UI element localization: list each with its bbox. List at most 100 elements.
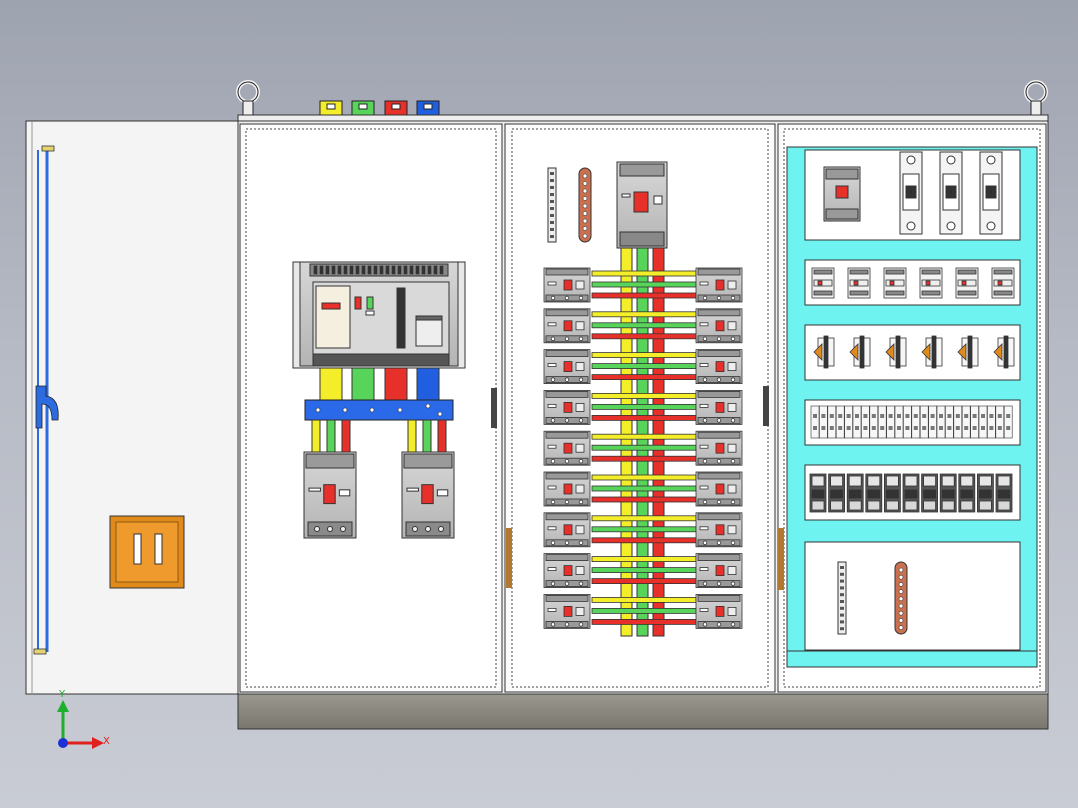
relay[interactable]	[902, 473, 920, 513]
contact-block[interactable]	[993, 335, 1015, 369]
terminal-block	[869, 405, 879, 439]
section-control[interactable]	[777, 123, 1047, 693]
terminal-strip	[837, 561, 847, 635]
plate-row-2	[804, 259, 1021, 306]
busbar-yellow	[620, 247, 633, 637]
relay[interactable]	[995, 473, 1013, 513]
terminal-block	[987, 405, 996, 439]
terminal-block	[894, 405, 904, 439]
breaker-row[interactable]	[543, 553, 743, 588]
left-door-open[interactable]	[25, 120, 239, 695]
section-incomer[interactable]	[239, 123, 503, 693]
relay[interactable]	[884, 473, 901, 513]
terminal-block	[953, 405, 963, 439]
busbar-red	[652, 247, 665, 637]
mini-breaker[interactable]	[811, 267, 835, 299]
mccb-right[interactable]	[695, 553, 743, 588]
contact-block[interactable]	[921, 335, 943, 369]
mini-breaker[interactable]	[883, 267, 907, 299]
terminal-block	[919, 405, 929, 439]
fuse-holder[interactable]	[979, 151, 1003, 235]
axis-y-label: Y	[58, 689, 66, 700]
mccb-right[interactable]	[695, 389, 743, 425]
lifting-eye-left	[236, 80, 260, 118]
mccb-left[interactable]	[543, 471, 591, 507]
lifting-eye-right	[1024, 80, 1048, 118]
relay[interactable]	[977, 473, 994, 513]
mini-breaker[interactable]	[919, 267, 943, 299]
mccb-left[interactable]	[543, 267, 591, 303]
terminal-block	[886, 405, 895, 439]
contact-block[interactable]	[813, 335, 835, 369]
contact-block[interactable]	[957, 335, 979, 369]
busbar-support	[304, 399, 454, 421]
terminal-block	[978, 405, 988, 439]
mccb-right[interactable]	[695, 430, 743, 466]
fuse-holder[interactable]	[899, 151, 923, 235]
mini-breaker[interactable]	[991, 267, 1015, 299]
fuse-holder[interactable]	[939, 151, 963, 235]
mccb-left[interactable]	[543, 512, 591, 548]
mccb-right[interactable]	[695, 471, 743, 507]
breaker-row[interactable]	[543, 471, 743, 507]
contact-block[interactable]	[885, 335, 907, 369]
terminal-block	[911, 405, 921, 439]
mccb-right[interactable]	[695, 594, 743, 629]
relay[interactable]	[865, 473, 883, 513]
breaker-row[interactable]	[543, 349, 743, 385]
outgoing-mccb-1[interactable]	[303, 451, 357, 539]
breaker-row[interactable]	[543, 308, 743, 344]
terminal-block	[844, 405, 853, 439]
relay[interactable]	[921, 473, 938, 513]
mccb-left[interactable]	[543, 594, 591, 629]
mccb-right[interactable]	[695, 308, 743, 344]
breaker-row[interactable]	[543, 512, 743, 548]
terminal-block	[995, 405, 1005, 439]
breaker-row[interactable]	[543, 267, 743, 303]
terminal-block	[1003, 405, 1013, 439]
section-distribution[interactable]	[504, 123, 776, 693]
cabinet-plinth	[237, 692, 1049, 730]
terminal-block	[861, 405, 870, 439]
mccb-left[interactable]	[543, 553, 591, 588]
terminal-block	[961, 405, 971, 439]
mini-breaker[interactable]	[847, 267, 871, 299]
breaker-row[interactable]	[543, 430, 743, 466]
mccb-left[interactable]	[543, 430, 591, 466]
plate-row-6	[804, 541, 1021, 651]
plate-row-3	[804, 324, 1021, 381]
power-meter[interactable]	[823, 166, 861, 222]
relay[interactable]	[958, 473, 976, 513]
busbar-green	[636, 247, 649, 637]
mccb-left[interactable]	[543, 349, 591, 385]
air-circuit-breaker[interactable]	[292, 261, 466, 369]
mccb-left[interactable]	[543, 389, 591, 425]
mccb-left[interactable]	[543, 308, 591, 344]
breaker-row[interactable]	[543, 389, 743, 425]
terminal-block	[945, 405, 954, 439]
relay[interactable]	[828, 473, 845, 513]
outgoing-mccb-2[interactable]	[401, 451, 455, 539]
relay[interactable]	[809, 473, 827, 513]
terminal-block	[936, 405, 946, 439]
terminal-block	[970, 405, 979, 439]
relay[interactable]	[846, 473, 864, 513]
terminal-block	[903, 405, 912, 439]
door-lock-box[interactable]	[109, 515, 185, 589]
mccb-right[interactable]	[695, 349, 743, 385]
terminal-block	[852, 405, 862, 439]
terminal-block	[810, 405, 820, 439]
terminal-block	[819, 405, 828, 439]
earth-bar	[578, 167, 592, 243]
terminal-block	[928, 405, 937, 439]
mccb-right[interactable]	[695, 512, 743, 548]
contact-block[interactable]	[849, 335, 871, 369]
breaker-row[interactable]	[543, 594, 743, 629]
mini-breaker[interactable]	[955, 267, 979, 299]
mccb-right[interactable]	[695, 267, 743, 303]
main-mccb[interactable]	[616, 161, 668, 249]
terminal-block	[835, 405, 845, 439]
relay[interactable]	[939, 473, 957, 513]
